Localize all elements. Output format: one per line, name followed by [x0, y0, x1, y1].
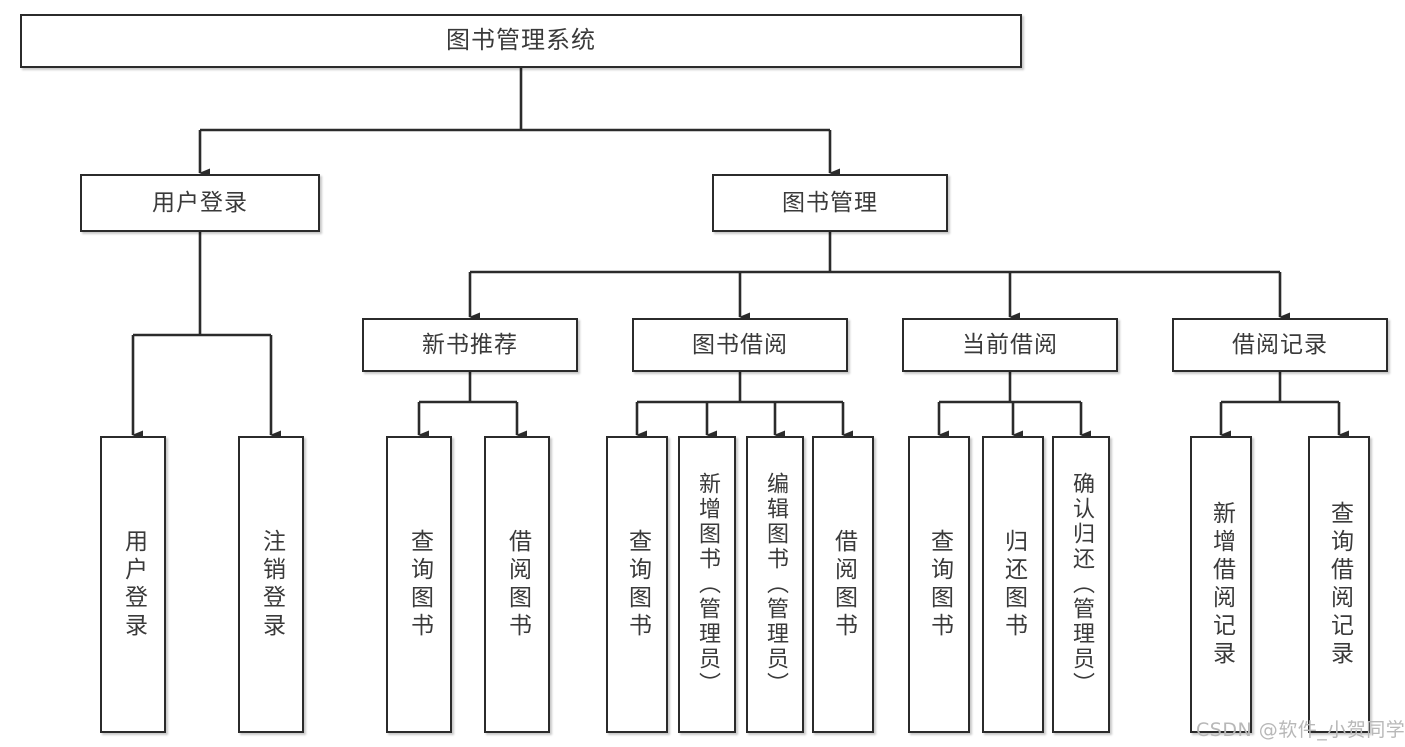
node-borrow-record[interactable]: 借阅记录 [1172, 318, 1388, 372]
node-label-leaf-add-book-admin: 新增图书（管理员） [695, 472, 720, 697]
node-leaf-query-book-rec[interactable]: 查询图书 [386, 436, 452, 733]
node-label-leaf-borrow-book: 借阅图书 [830, 528, 857, 641]
node-label-root: 图书管理系统 [446, 26, 596, 55]
node-leaf-query-book-borrow[interactable]: 查询图书 [606, 436, 668, 733]
node-leaf-edit-book-admin[interactable]: 编辑图书（管理员） [746, 436, 804, 733]
node-user-login[interactable]: 用户登录 [80, 174, 320, 232]
node-label-borrow-record: 借阅记录 [1232, 331, 1328, 358]
node-label-leaf-query-book-cur: 查询图书 [926, 528, 953, 641]
node-label-leaf-confirm-return-admin: 确认归还（管理员） [1069, 472, 1094, 697]
node-label-leaf-add-borrow-record: 新增借阅记录 [1208, 500, 1235, 669]
node-label-leaf-user-logout: 注销登录 [258, 528, 285, 641]
node-label-leaf-edit-book-admin: 编辑图书（管理员） [763, 472, 788, 697]
node-new-book-rec[interactable]: 新书推荐 [362, 318, 578, 372]
node-book-manage[interactable]: 图书管理 [712, 174, 948, 232]
node-leaf-borrow-book[interactable]: 借阅图书 [812, 436, 874, 733]
node-current-borrow[interactable]: 当前借阅 [902, 318, 1118, 372]
node-leaf-user-login[interactable]: 用户登录 [100, 436, 166, 733]
node-leaf-query-book-cur[interactable]: 查询图书 [908, 436, 970, 733]
node-leaf-query-borrow-record[interactable]: 查询借阅记录 [1308, 436, 1370, 733]
node-leaf-user-logout[interactable]: 注销登录 [238, 436, 304, 733]
node-label-leaf-return-book: 归还图书 [1000, 528, 1027, 641]
node-label-leaf-query-book-borrow: 查询图书 [624, 528, 651, 641]
node-label-new-book-rec: 新书推荐 [422, 331, 518, 358]
node-label-book-manage: 图书管理 [782, 189, 878, 216]
node-leaf-add-borrow-record[interactable]: 新增借阅记录 [1190, 436, 1252, 733]
node-label-leaf-user-login: 用户登录 [120, 528, 147, 641]
node-label-leaf-query-borrow-record: 查询借阅记录 [1326, 500, 1353, 669]
connector-group [131, 68, 1349, 440]
node-leaf-add-book-admin[interactable]: 新增图书（管理员） [678, 436, 736, 733]
node-leaf-confirm-return-admin[interactable]: 确认归还（管理员） [1052, 436, 1110, 733]
node-leaf-return-book[interactable]: 归还图书 [982, 436, 1044, 733]
node-label-book-borrow: 图书借阅 [692, 331, 788, 358]
node-book-borrow[interactable]: 图书借阅 [632, 318, 848, 372]
node-label-leaf-query-book-rec: 查询图书 [406, 528, 433, 641]
node-label-user-login: 用户登录 [152, 189, 248, 216]
node-label-leaf-borrow-book-rec: 借阅图书 [504, 528, 531, 641]
node-leaf-borrow-book-rec[interactable]: 借阅图书 [484, 436, 550, 733]
node-root[interactable]: 图书管理系统 [20, 14, 1022, 68]
node-label-current-borrow: 当前借阅 [962, 331, 1058, 358]
